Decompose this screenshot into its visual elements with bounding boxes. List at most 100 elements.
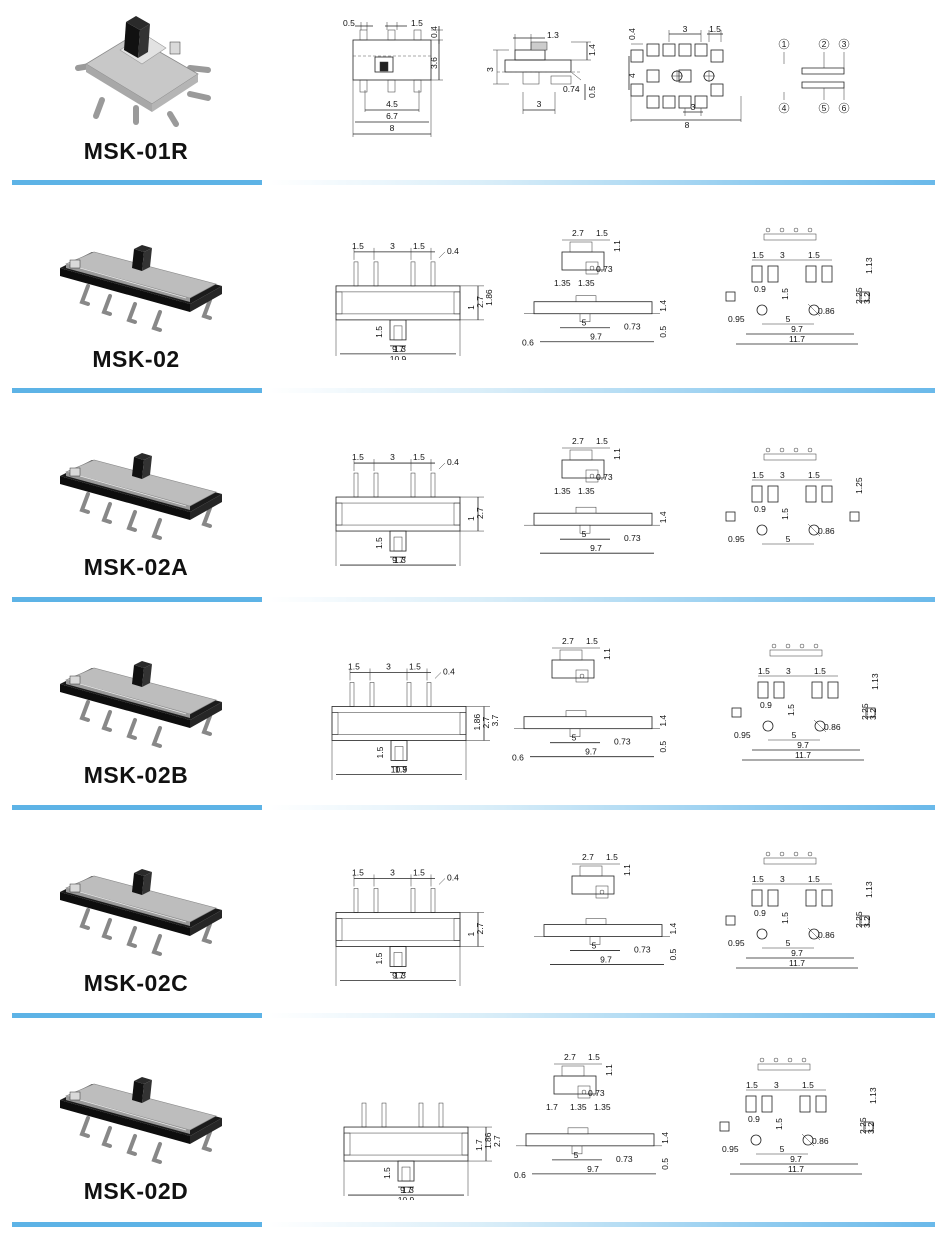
dimension-label: 1.5 (596, 228, 608, 238)
product-row: MSK-02D1.71.862.71.31.59.710.92.71.51.10… (0, 1040, 940, 1248)
dimension-label: 0.5 (587, 86, 597, 98)
dimension-label: 0.5 (660, 1158, 670, 1170)
dimension-label: 1.5 (374, 952, 384, 964)
dimension-label: 1.5 (409, 661, 421, 671)
dimension-label: 3 (485, 67, 495, 72)
dimension-label: 1.5 (413, 241, 425, 251)
mini-schematic (757, 1057, 811, 1071)
dimension-label: 9.7 (590, 543, 602, 553)
product-photo (75, 16, 211, 127)
divider-bar (12, 1222, 262, 1227)
dimension-label: 3.2 (866, 1122, 876, 1134)
dimension-label: 1.4 (660, 1132, 670, 1144)
dimension-label: 1.5 (758, 666, 770, 676)
dimension-label: 0.9 (754, 504, 766, 514)
dimension-label: 10.9 (390, 354, 407, 360)
dimension-label: 9.7 (790, 1154, 802, 1164)
dimension-label: 0.6 (512, 753, 524, 763)
dimension-label: 1.5 (586, 636, 598, 646)
dimension-label: 1.35 (570, 1102, 587, 1112)
dimension-label: 3 (390, 241, 395, 251)
dimension-label: 0.86 (818, 526, 835, 536)
dimension-label: 1.5 (413, 452, 425, 462)
dimension-label: 0.73 (624, 322, 641, 332)
pin-label: 3 (842, 39, 847, 49)
dimension-label: 2.7 (582, 852, 594, 862)
pin-label: 2 (822, 39, 827, 49)
dimension-label: 0.95 (722, 1144, 739, 1154)
dimension-label: 1.4 (668, 922, 678, 934)
product-photo (60, 453, 222, 540)
dimension-label: 0.6 (522, 338, 534, 348)
dimension-label: 11.7 (789, 334, 805, 344)
dimension-label: 0.4 (429, 26, 439, 38)
dimension-label: 1.5 (348, 661, 360, 671)
mini-schematic (763, 447, 817, 461)
dimension-label: 1.5 (374, 326, 384, 338)
dimension-label: 3 (537, 99, 542, 109)
dimension-label: 1.4 (658, 511, 668, 523)
dimension-label: 1.86 (483, 1132, 493, 1149)
dimension-label: 3.2 (862, 916, 872, 928)
dimension-label: 0.95 (728, 534, 745, 544)
dimension-label: 1.5 (352, 452, 364, 462)
dimension-label: 3 (390, 867, 395, 877)
dimension-label: 1.5 (780, 288, 790, 300)
dimension-label: 1.5 (413, 867, 425, 877)
dimension-label: 1 (466, 516, 476, 521)
dimension-label: 1.3 (394, 555, 406, 565)
dimension-label: 0.9 (754, 284, 766, 294)
product-photo (60, 245, 222, 332)
dimension-label: 0.73 (596, 472, 613, 482)
dimension-label: 0.73 (596, 264, 613, 274)
dimension-label: 8 (390, 123, 395, 133)
front-view-drawing: 1.71.862.71.31.59.710.9 (343, 1102, 500, 1200)
dimension-label: 3.2 (862, 292, 872, 304)
dimension-label: 0.73 (624, 533, 641, 543)
dimension-label: 1.1 (612, 240, 622, 252)
dimension-label: 9.7 (791, 948, 803, 958)
dimension-label: 9.7 (400, 1185, 412, 1195)
dimension-label: 1.5 (808, 250, 820, 260)
dimension-label: 1.35 (578, 278, 595, 288)
mini-schematic (769, 643, 823, 657)
dimension-label: 1.13 (868, 1087, 878, 1104)
dimension-label: 1.5 (802, 1080, 814, 1090)
dimension-label: 2.7 (562, 636, 574, 646)
model-name: MSK-02A (83, 554, 189, 580)
dimension-label: 9.7 (585, 747, 597, 757)
dimension-label: 9.7 (392, 555, 404, 565)
dimension-label: 2.7 (475, 922, 485, 934)
mini-schematic (763, 851, 817, 865)
pin-label: 4 (782, 103, 787, 113)
dimension-label: 0.5 (658, 741, 668, 753)
dimension-label: 0.4 (443, 666, 455, 676)
dimension-label: 4.5 (386, 99, 398, 109)
dimension-label: 1.4 (587, 44, 597, 56)
product-photo (60, 1077, 222, 1164)
dimension-label: 0.9 (754, 908, 766, 918)
dimension-label: 3.2 (868, 708, 878, 720)
dimension-label: 3 (780, 250, 785, 260)
dimension-label: 0.86 (812, 1136, 829, 1146)
dimension-label: 1.5 (596, 436, 608, 446)
dimension-label: 0.95 (734, 730, 751, 740)
dimension-label: 1.5 (752, 250, 764, 260)
dimension-label: 0.9 (760, 700, 772, 710)
dimension-label: 1.5 (588, 1052, 600, 1062)
dimension-label: 2.7 (564, 1052, 576, 1062)
dimension-label: 0.73 (614, 737, 631, 747)
dimension-label: 5 (786, 534, 791, 544)
dimension-label: 1.5 (780, 508, 790, 520)
dimension-label: 1.5 (814, 666, 826, 676)
